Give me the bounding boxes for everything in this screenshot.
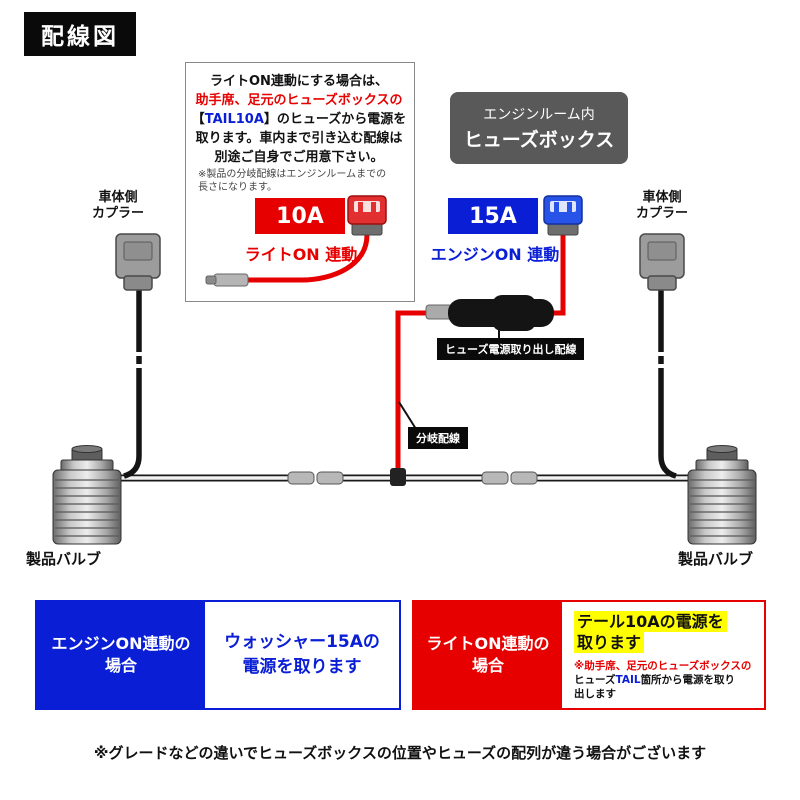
instruction-footnote: ※製品の分岐配線はエンジンルームまでの 長さになります。 (198, 169, 387, 193)
instruction-line-1: ライトON連動にする場合は、 (209, 74, 389, 89)
tail-text: TAIL (615, 674, 641, 686)
instruction-box (185, 62, 415, 302)
instruction-line-5: 別途ご自身でご用意下さい。 (214, 150, 384, 165)
bullet-connectors-right (481, 471, 538, 485)
crimp-terminal-icon (205, 273, 249, 287)
fuse-power-wire-tag: ヒューズ電源取り出し配線 (437, 338, 585, 360)
fuse-10a-caption: ライトON 連動 (244, 245, 358, 264)
light-on-info-body: テール10Aの電源を 取ります ※助手席、足元のヒューズボックスの ヒューズTA… (562, 602, 764, 708)
bullet-connectors-left (287, 471, 344, 485)
light-on-info-head: ライトON連動の 場合 (414, 602, 562, 708)
fuse-10a-amp-label: 10A (255, 198, 345, 234)
bulb-label-left: 製品バルブ (26, 550, 102, 568)
highlighted-text-2: 取ります (574, 632, 645, 653)
engine-room-fusebox-label: エンジンルーム内 ヒューズボックス (450, 92, 628, 164)
light-on-info-box: ライトON連動の 場合 テール10Aの電源を 取ります ※助手席、足元のヒューズ… (412, 600, 766, 710)
branch-junction (390, 468, 406, 486)
bulb-power-wire-left (123, 286, 143, 479)
coupler-label-right: 車体側 カプラー (635, 190, 688, 221)
instruction-text: ライトON連動にする場合は、 助手席、足元のヒューズボックスの 【TAIL10A… (188, 72, 410, 167)
instruction-line-3: 【TAIL10A】のヒューズから電源を (191, 112, 407, 127)
fuse-10a-icon (347, 195, 387, 236)
light-on-small-note: ※助手席、足元のヒューズボックスの ヒューズTAIL箇所から電源を取り 出します (574, 660, 752, 700)
branch-wire-tag: 分岐配線 (408, 427, 468, 449)
page-title: 配線図 (24, 12, 136, 56)
engine-on-info-body: ウォッシャー15Aの 電源を取ります (205, 602, 399, 708)
car-side-coupler-right (639, 233, 685, 291)
engine-on-info-box: エンジンON連動の 場合 ウォッシャー15Aの 電源を取ります (35, 600, 401, 710)
engine-on-info-head: エンジンON連動の 場合 (37, 602, 205, 708)
fuse-15a-icon (543, 195, 583, 236)
fuse-15a-caption: エンジンON 連動 (430, 245, 560, 264)
tag-pointer-lines (398, 327, 500, 430)
bulb-power-wire-right (657, 286, 677, 479)
instruction-line-4: 取ります。車内まで引き込む配線は (195, 131, 403, 146)
product-bulb-left (52, 444, 122, 545)
car-side-coupler-left (115, 233, 161, 291)
highlighted-text-1: テール10Aの電源を (574, 611, 727, 632)
coupler-label-left: 車体側 カプラー (91, 190, 144, 221)
product-bulb-right (687, 444, 757, 545)
footer-note: ※グレードなどの違いでヒューズボックスの位置やヒューズの配列が違う場合がございま… (93, 744, 707, 762)
instruction-line-2: 助手席、足元のヒューズボックスの (195, 93, 403, 108)
tail10a-text: TAIL10A (204, 112, 264, 127)
bulb-label-right: 製品バルブ (678, 550, 754, 568)
fuse-15a-amp-label: 15A (448, 198, 538, 234)
inline-fuse-holder-icon (425, 295, 554, 331)
